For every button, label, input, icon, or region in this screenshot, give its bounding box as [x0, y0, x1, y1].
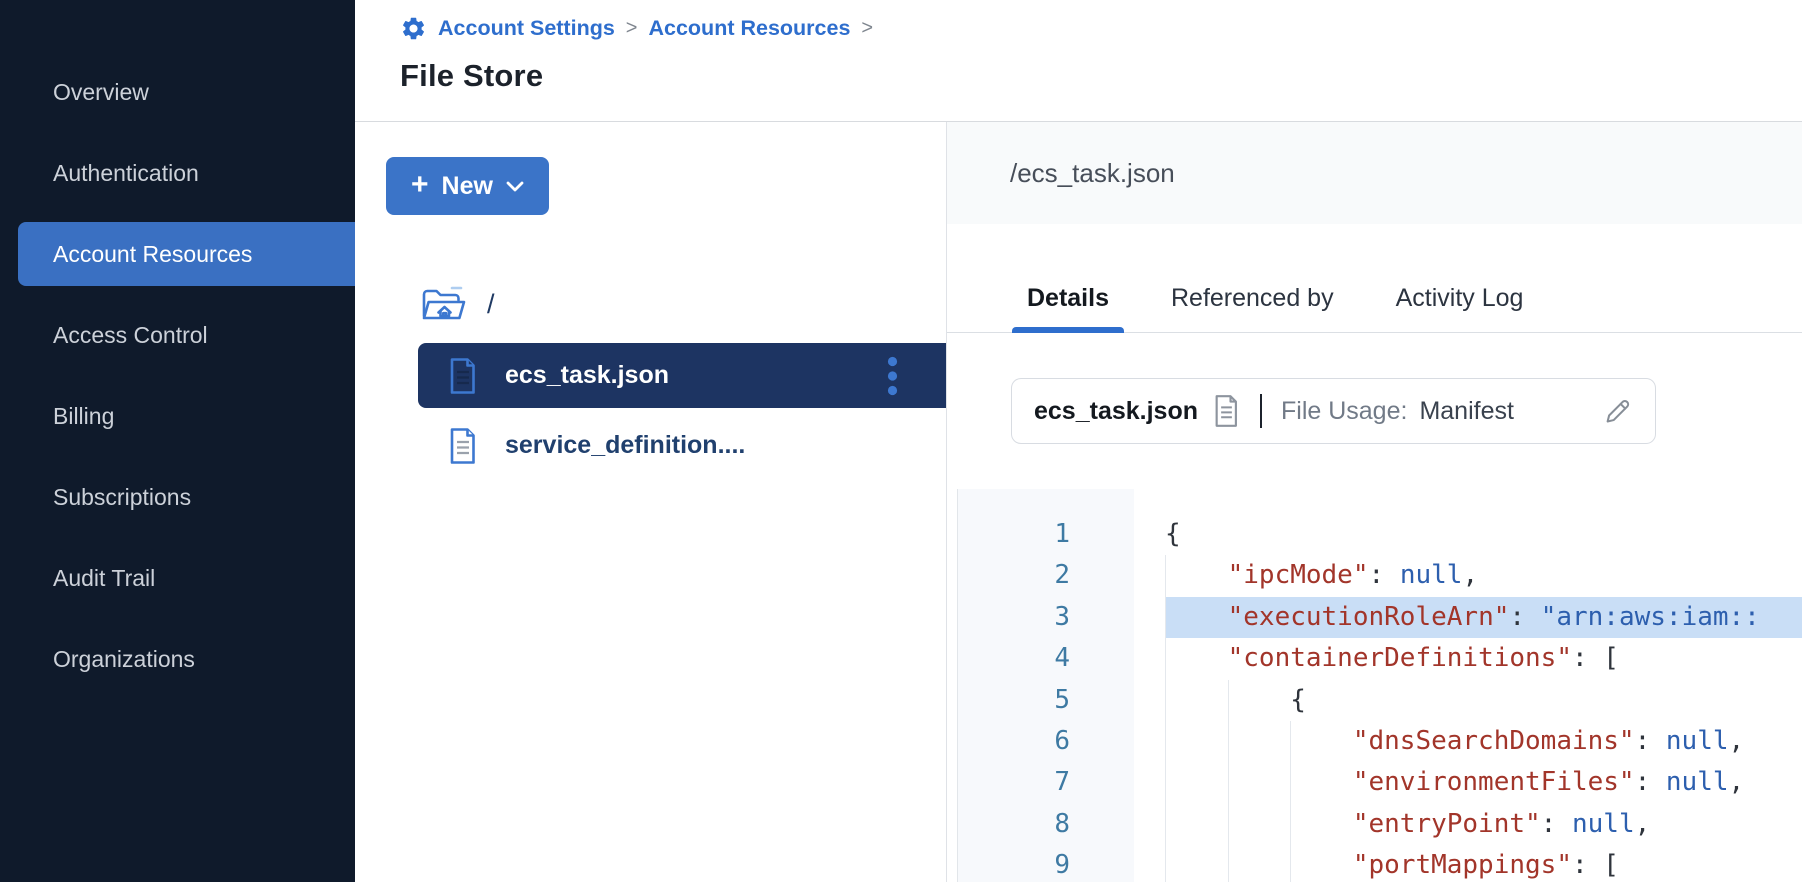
file-row-ecs-task-json[interactable]: ecs_task.json [418, 343, 946, 408]
code-line-4: "containerDefinitions": [ [1165, 638, 1802, 679]
line-number: 7 [1054, 767, 1070, 798]
line-number: 4 [1054, 643, 1070, 674]
file-name: service_definition.... [505, 431, 746, 459]
line-number: 5 [1054, 684, 1070, 715]
file-usage-label: File Usage: [1281, 396, 1408, 425]
main-area: Account Settings > Account Resources > F… [355, 0, 1802, 882]
code-line-1: { [1165, 519, 1181, 549]
plus-icon: + [411, 168, 429, 201]
tabs-row: Details Referenced by Activity Log [947, 284, 1802, 333]
line-number: 3 [1054, 601, 1070, 632]
line-number: 8 [1054, 808, 1070, 839]
gear-icon [400, 15, 427, 42]
root-folder-row[interactable]: / [421, 285, 946, 323]
code-line-7: "environmentFiles": null, [1165, 762, 1802, 803]
new-button[interactable]: + New [386, 157, 549, 215]
document-icon [1213, 394, 1240, 428]
edit-usage-button[interactable] [1601, 395, 1633, 427]
breadcrumb-separator: > [625, 16, 638, 39]
line-number: 1 [1054, 519, 1070, 549]
code-line-3: "executionRoleArn": "arn:aws:iam:: [1165, 596, 1802, 639]
file-path: /ecs_task.json [1010, 157, 1175, 188]
sidebar-item-authentication[interactable]: Authentication [53, 159, 199, 186]
code-line-6: "dnsSearchDomains": null, [1165, 721, 1802, 762]
file-panel: + New [355, 122, 947, 882]
breadcrumb: Account Settings > Account Resources > [400, 10, 1802, 46]
vertical-divider [1260, 394, 1262, 428]
code-editor: 1 2 3 4 5 6 7 8 9 { "ipcMode": null,"executionRol… [947, 489, 1802, 882]
breadcrumb-link-account-resources[interactable]: Account Resources [648, 15, 851, 40]
sidebar-item-audit-trail[interactable]: Audit Trail [53, 564, 156, 591]
breadcrumb-separator: > [861, 16, 874, 39]
file-list: ecs_task.json service_definition.... [355, 343, 946, 478]
file-name: ecs_task.json [505, 361, 669, 389]
file-row-service-definition[interactable]: service_definition.... [418, 413, 946, 478]
line-number: 2 [1054, 560, 1070, 591]
home-folder-icon [421, 285, 467, 323]
line-number: 9 [1054, 850, 1070, 881]
file-path-header: /ecs_task.json [947, 122, 1802, 224]
code-content: { "ipcMode": null,"executionRoleArn": "ar… [1134, 489, 1802, 882]
sidebar-item-billing[interactable]: Billing [53, 402, 115, 429]
tab-details[interactable]: Details [1012, 284, 1124, 333]
tab-referenced-by[interactable]: Referenced by [1170, 284, 1334, 312]
root-path-label: / [487, 288, 495, 319]
file-icon [448, 427, 478, 465]
detail-panel: /ecs_task.json Details Referenced by Activ… [947, 122, 1802, 882]
sidebar-item-account-resources[interactable]: Account Resources [18, 222, 355, 286]
pencil-icon [1601, 395, 1633, 427]
code-line-9: "portMappings": [ [1165, 845, 1802, 882]
breadcrumb-link-account-settings[interactable]: Account Settings [438, 15, 615, 40]
sidebar-item-subscriptions[interactable]: Subscriptions [53, 483, 192, 510]
sidebar-item-overview[interactable]: Overview [53, 78, 149, 105]
line-number: 6 [1054, 726, 1070, 757]
new-button-label: New [441, 171, 493, 200]
sidebar-item-access-control[interactable]: Access Control [53, 321, 208, 348]
page-title: File Store [400, 58, 544, 93]
file-info-card: ecs_task.json File Usage: Manifest [1011, 378, 1656, 444]
tab-activity-log[interactable]: Activity Log [1395, 284, 1524, 312]
page-header: Account Settings > Account Resources > F… [355, 0, 1802, 122]
chevron-down-icon [506, 181, 524, 192]
code-line-8: "entryPoint": null, [1165, 804, 1802, 845]
kebab-menu-icon[interactable] [887, 356, 898, 395]
card-file-name: ecs_task.json [1034, 396, 1198, 425]
code-line-5: { [1165, 680, 1802, 721]
file-usage-value: Manifest [1419, 396, 1514, 425]
code-line-2: "ipcMode": null, [1165, 555, 1802, 596]
file-icon [448, 357, 478, 395]
sidebar-item-organizations[interactable]: Organizations [53, 645, 195, 672]
line-number-gutter: 1 2 3 4 5 6 7 8 9 [957, 489, 1134, 882]
content-area: + New [355, 122, 1802, 882]
